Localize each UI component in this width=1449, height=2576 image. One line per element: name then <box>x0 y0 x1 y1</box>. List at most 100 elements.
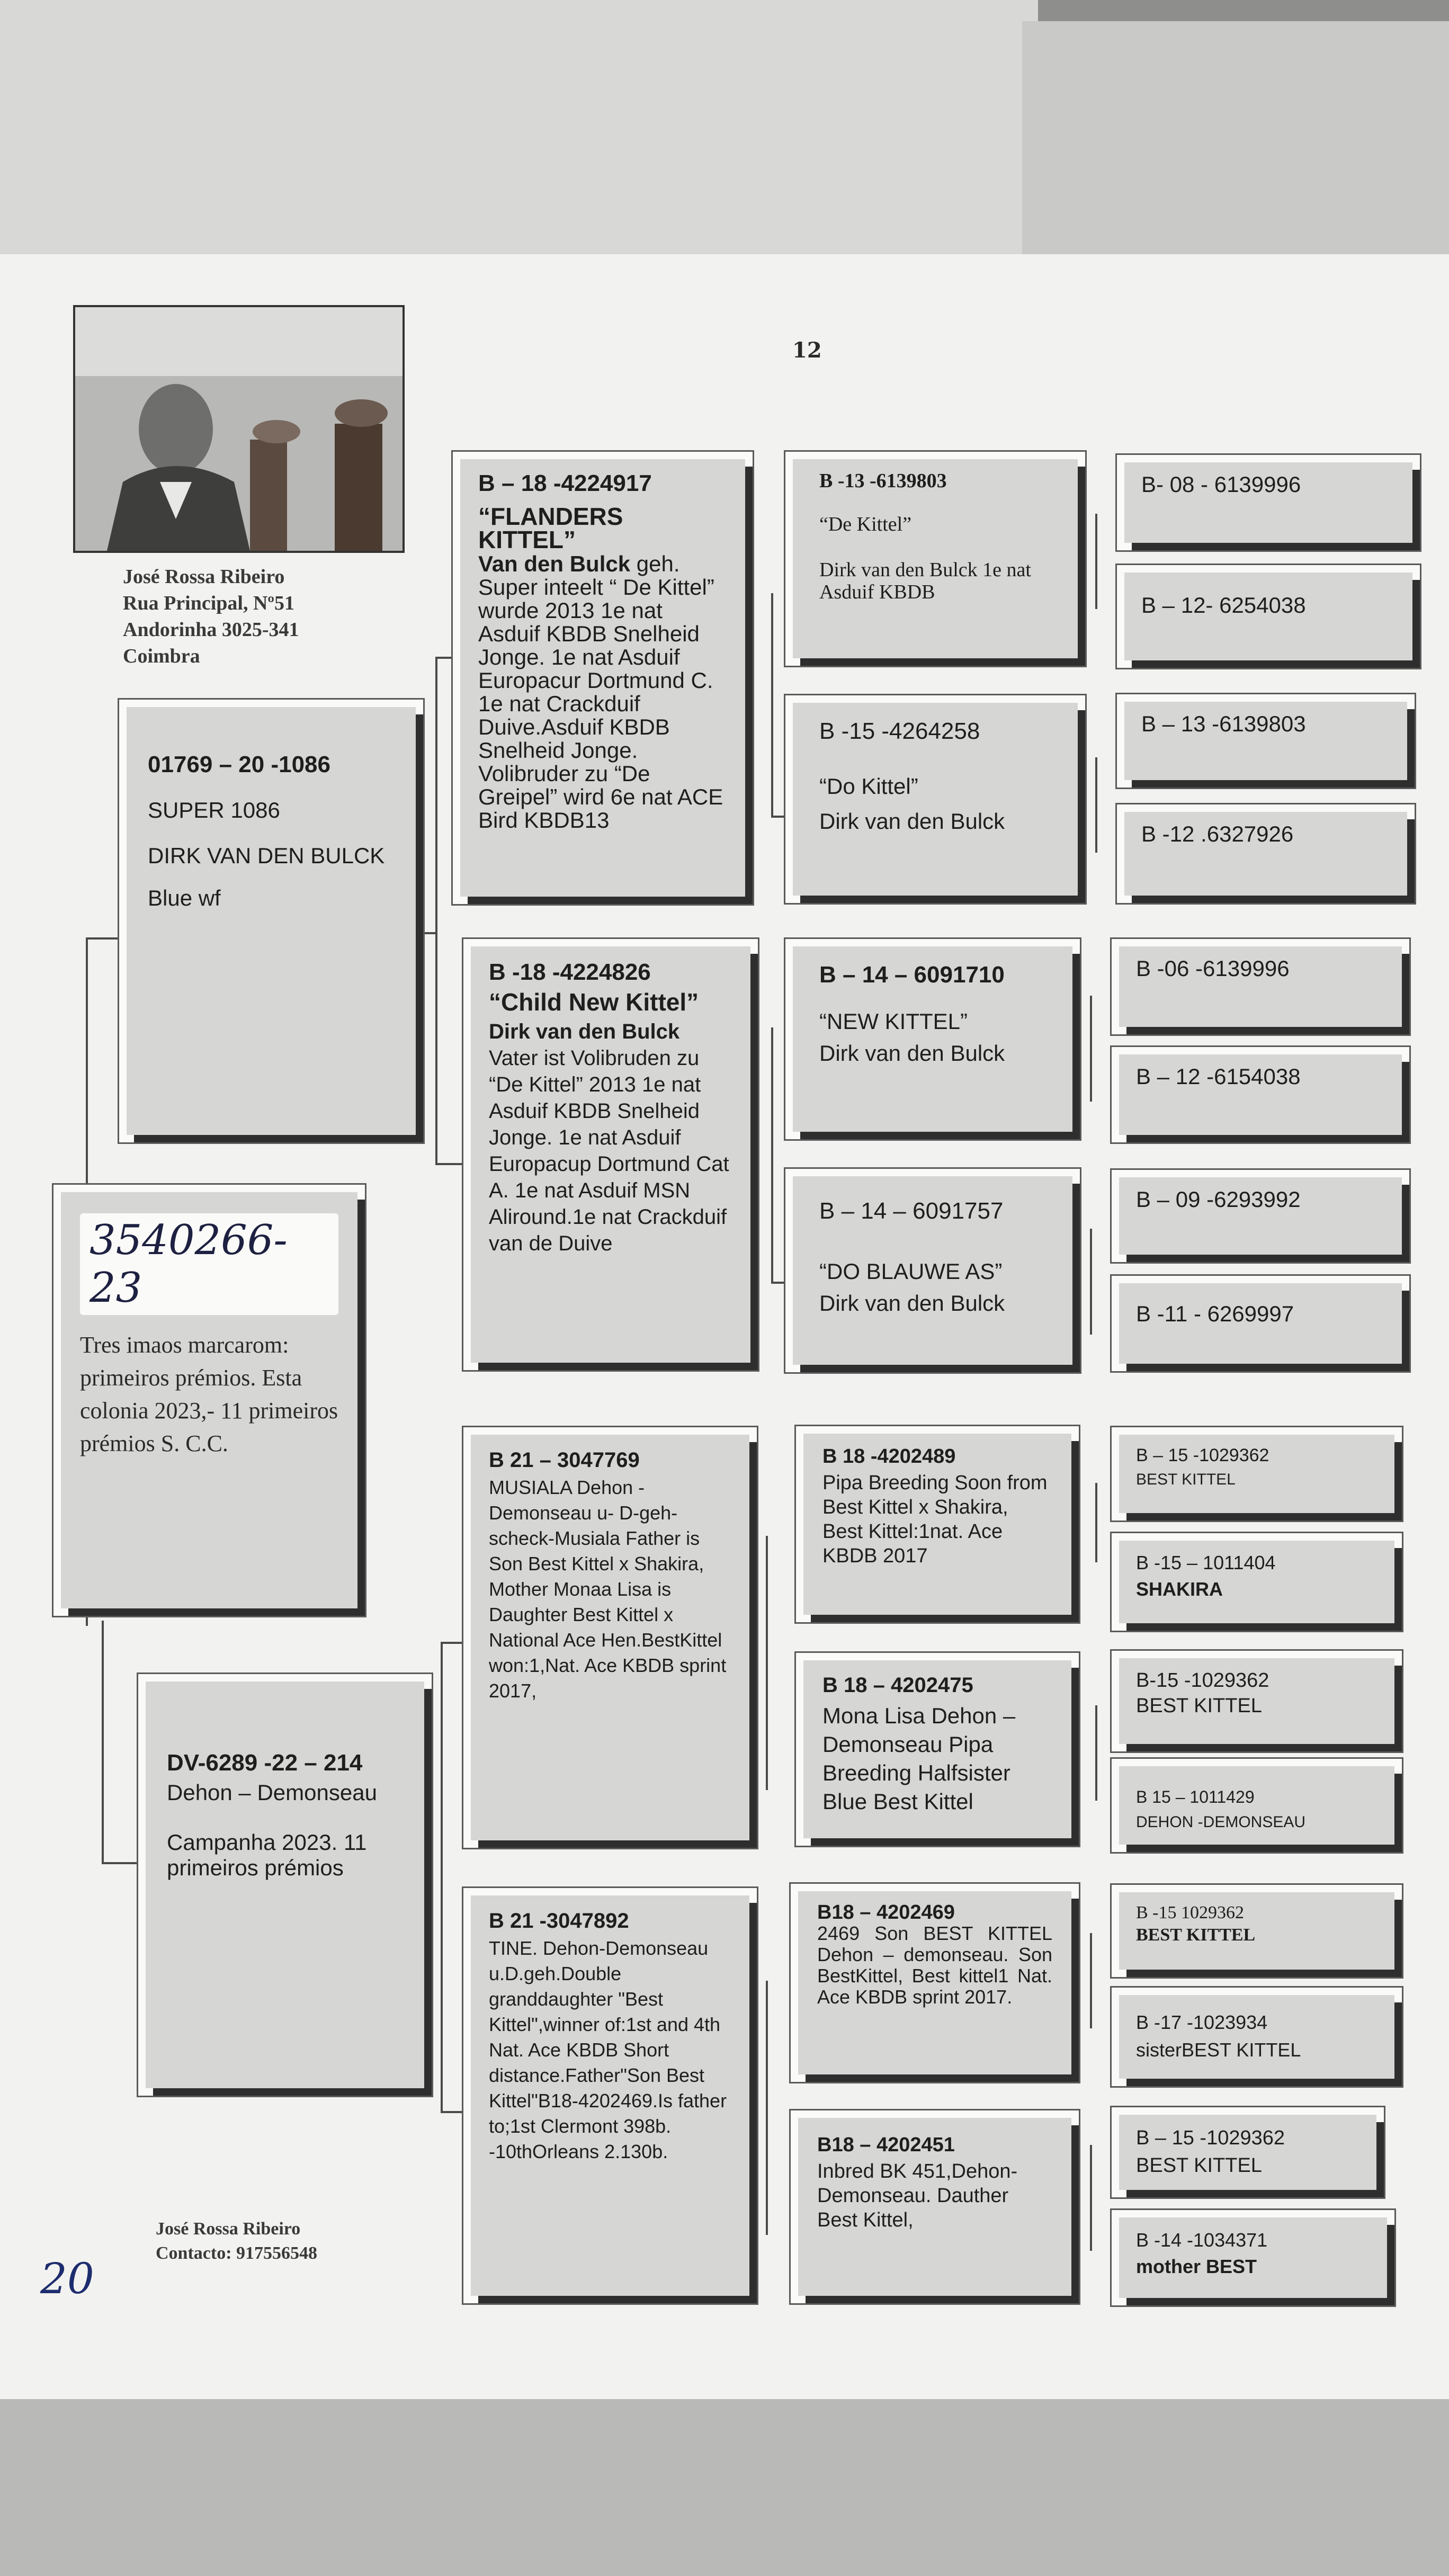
gg-grandparent-id: B- 08 - 6139996 <box>1141 472 1301 497</box>
great-grandparent-desc: Dirk van den Bulck <box>819 809 1005 834</box>
connector <box>771 1282 784 1284</box>
great-grandparent-id: B18 – 4202451 <box>817 2134 955 2156</box>
subject-card: 3540266-23 Tres imaos marcarom: primeiro… <box>52 1183 366 1617</box>
grandparent-breeder: Van den Bulck <box>478 551 631 576</box>
grandparent-name: “Child New Kittel” <box>489 988 699 1016</box>
background-sheet <box>0 0 1038 254</box>
subject-ring: 3540266-23 <box>80 1213 338 1315</box>
grandparent-id: B – 18 -4224917 <box>478 470 652 496</box>
connector <box>102 1862 139 1864</box>
grandparent-card: B – 18 -4224917 “FLANDERS KITTEL” Van de… <box>451 450 754 906</box>
great-grandparent-card: B -15 -4264258 “Do Kittel” Dirk van den … <box>784 694 1087 905</box>
great-grandparent-desc: 2469 Son BEST KITTEL Dehon – demonseau. … <box>817 1922 1052 2008</box>
gg-grandparent-card: B -14 -1034371 mother BEST <box>1110 2208 1396 2307</box>
great-grandparent-card: B 18 – 4202475 Mona Lisa Dehon – Demonse… <box>794 1651 1080 1847</box>
great-grandparent-id: B 18 -4202489 <box>822 1445 956 1468</box>
grandparent-card: B 21 – 3047769 MUSIALA Dehon - Demonseau… <box>462 1426 758 1849</box>
address-line-2: Andorinha 3025-341 <box>123 619 299 641</box>
great-grandparent-name: “NEW KITTEL” <box>819 1009 968 1034</box>
sire-color: Blue wf <box>148 885 221 910</box>
gg-grandparent-id: B – 15 -1029362 <box>1136 2127 1285 2149</box>
sire-name: SUPER 1086 <box>148 798 280 822</box>
gg-grandparent-id: B – 12- 6254038 <box>1141 593 1306 618</box>
connector <box>423 932 436 934</box>
gg-grandparent-card: B – 09 -6293992 <box>1110 1168 1411 1264</box>
grandparent-card: B -18 -4224826 “Child New Kittel” Dirk v… <box>462 937 759 1372</box>
connector <box>766 1981 768 2235</box>
connector <box>441 1642 443 2113</box>
page-mark: 12 <box>792 338 822 363</box>
gg-grandparent-id: B – 13 -6139803 <box>1141 711 1306 736</box>
grandparent-id: B 21 – 3047769 <box>489 1448 640 1472</box>
address-line-1: Rua Principal, Nº51 <box>123 592 294 614</box>
address-line-3: Coimbra <box>123 645 200 667</box>
dam-id: DV-6289 -22 – 214 <box>167 1750 363 1776</box>
great-grandparent-name: “Do Kittel” <box>819 774 918 799</box>
connector <box>435 1163 462 1165</box>
connector <box>1090 1933 1092 2028</box>
great-grandparent-card: B18 – 4202451 Inbred BK 451,Dehon-Demons… <box>789 2109 1080 2305</box>
great-grandparent-desc: Dirk van den Bulck <box>819 1291 1005 1316</box>
connector <box>771 1027 773 1282</box>
owner-photo <box>73 305 405 553</box>
great-grandparent-card: B – 14 – 6091710 “NEW KITTEL” Dirk van d… <box>784 937 1081 1141</box>
connector <box>766 1536 768 1790</box>
gg-grandparent-name: BEST KITTEL <box>1136 2154 1262 2177</box>
gg-grandparent-card: B -12 .6327926 <box>1115 803 1416 905</box>
great-grandparent-card: B 18 -4202489 Pipa Breeding Soon from Be… <box>794 1425 1080 1624</box>
gg-grandparent-id: B -17 -1023934 <box>1136 2011 1268 2033</box>
gg-grandparent-card: B -11 - 6269997 <box>1110 1274 1411 1373</box>
sire-breeder: DIRK VAN DEN BULCK <box>148 843 385 868</box>
gg-grandparent-card: B- 08 - 6139996 <box>1115 453 1421 552</box>
contact-phone: Contacto: 917556548 <box>156 2243 318 2263</box>
connector <box>441 1642 462 1644</box>
gg-grandparent-card: B – 12 -6154038 <box>1110 1045 1411 1144</box>
connector <box>435 657 437 1165</box>
great-grandparent-desc: Mona Lisa Dehon – Demonseau Pipa Breedin… <box>822 1703 1016 1814</box>
gg-grandparent-id: B-15 -1029362 <box>1136 1669 1269 1692</box>
connector <box>441 2111 462 2113</box>
connector <box>1095 514 1097 609</box>
great-grandparent-card: B -13 -6139803 “De Kittel” Dirk van den … <box>784 450 1087 667</box>
grandparent-desc: Van den Bulck geh. Super inteelt “ De Ki… <box>478 552 727 832</box>
gg-grandparent-id: B – 09 -6293992 <box>1136 1187 1301 1212</box>
connector <box>771 816 784 818</box>
sire-id: 01769 – 20 -1086 <box>148 752 330 777</box>
owner-name: José Rossa Ribeiro <box>123 566 285 588</box>
great-grandparent-id: B – 14 – 6091710 <box>819 962 1005 988</box>
grandparent-breeder: Dirk van den Bulck <box>489 1020 680 1043</box>
grandparent-desc: Vater ist Volibruden zu “De Kittel” 2013… <box>489 1046 729 1255</box>
dam-note: Campanha 2023. 11 primeiros prémios <box>167 1830 367 1880</box>
great-grandparent-name: “De Kittel” <box>819 513 912 535</box>
connector <box>1095 757 1097 853</box>
sire-card: 01769 – 20 -1086 SUPER 1086 DIRK VAN DEN… <box>118 698 425 1144</box>
great-grandparent-card: B18 – 4202469 2469 Son BEST KITTEL Dehon… <box>789 1882 1080 2083</box>
gg-grandparent-id: B -14 -1034371 <box>1136 2229 1268 2251</box>
gg-grandparent-id: B -06 -6139996 <box>1136 956 1290 981</box>
great-grandparent-desc: Inbred BK 451,Dehon-Demonseau. Dauther B… <box>817 2160 1018 2231</box>
grandparent-desc: TINE. Dehon-Demonseau u.D.geh.Double gra… <box>489 1937 727 2162</box>
great-grandparent-name: “DO BLAUWE AS” <box>819 1259 1003 1284</box>
grandparent-id: B -18 -4224826 <box>489 959 651 985</box>
dam-card: DV-6289 -22 – 214 Dehon – Demonseau Camp… <box>137 1672 433 2097</box>
gg-grandparent-card: B – 13 -6139803 <box>1115 693 1416 789</box>
gg-grandparent-name: mother BEST <box>1136 2256 1257 2277</box>
gg-grandparent-name: BEST KITTEL <box>1136 1471 1236 1488</box>
connector <box>771 593 773 816</box>
owner-photo-image <box>75 307 402 551</box>
connector <box>102 1621 104 1864</box>
connector <box>1095 1705 1097 1801</box>
great-grandparent-id: B -15 -4264258 <box>819 718 980 744</box>
gg-grandparent-id: B – 15 -1029362 <box>1136 1445 1269 1465</box>
connector <box>1090 1229 1092 1335</box>
connector <box>1095 1483 1097 1562</box>
great-grandparent-desc: Dirk van den Bulck 1e nat Asduif KBDB <box>819 559 1031 603</box>
connector <box>86 937 123 940</box>
grandparent-desc: MUSIALA Dehon - Demonseau u- D-geh-schec… <box>489 1477 727 1702</box>
